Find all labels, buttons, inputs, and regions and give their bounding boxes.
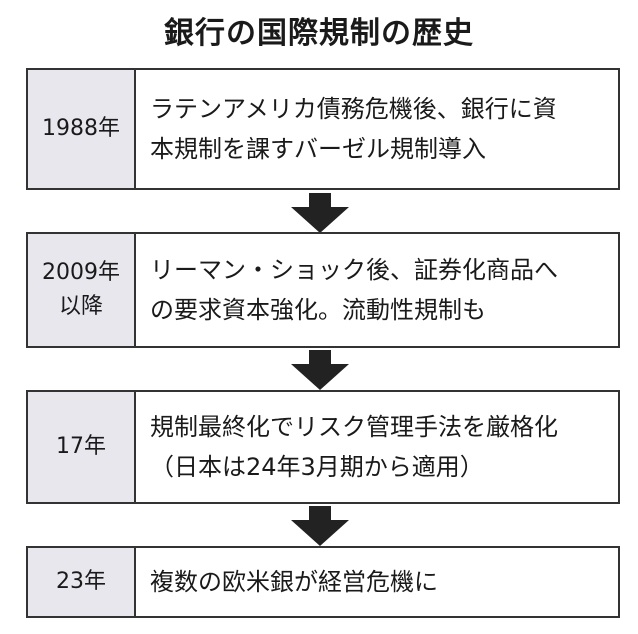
description-cell: 複数の欧米銀が経営危機に xyxy=(136,548,618,616)
down-arrow-icon xyxy=(291,506,349,546)
description-line: 複数の欧米銀が経営危機に xyxy=(150,568,438,596)
description-line: （日本は24年3月期から適用） xyxy=(150,453,484,481)
timeline-row-2009: 2009年 以降 リーマン・ショック後、証券化商品へ の要求資本強化。流動性規制… xyxy=(26,232,620,348)
year-label: 1988年 xyxy=(42,116,120,141)
timeline-row-1988: 1988年 ラテンアメリカ債務危機後、銀行に資 本規制を課すバーゼル規制導入 xyxy=(26,68,620,190)
down-arrow-icon xyxy=(291,350,349,390)
timeline-row-17: 17年 規制最終化でリスク管理手法を厳格化 （日本は24年3月期から適用） xyxy=(26,390,620,504)
year-cell: 23年 xyxy=(28,548,136,616)
year-label: 23年 xyxy=(56,569,106,594)
year-cell: 17年 xyxy=(28,392,136,502)
year-label: 以降 xyxy=(58,294,103,319)
diagram-title: 銀行の国際規制の歴史 xyxy=(164,16,474,51)
description-line: リーマン・ショック後、証券化商品へ xyxy=(150,256,558,284)
description-line: の要求資本強化。流動性規制も xyxy=(150,296,486,324)
description-cell: リーマン・ショック後、証券化商品へ の要求資本強化。流動性規制も xyxy=(136,234,618,346)
description-line: 本規制を課すバーゼル規制導入 xyxy=(150,135,486,163)
description-line: 規制最終化でリスク管理手法を厳格化 xyxy=(150,413,558,441)
description-cell: 規制最終化でリスク管理手法を厳格化 （日本は24年3月期から適用） xyxy=(136,392,618,502)
description-cell: ラテンアメリカ債務危機後、銀行に資 本規制を課すバーゼル規制導入 xyxy=(136,70,618,188)
description-line: ラテンアメリカ債務危機後、銀行に資 xyxy=(150,95,557,123)
year-cell: 1988年 xyxy=(28,70,136,188)
timeline-row-23: 23年 複数の欧米銀が経営危機に xyxy=(26,546,620,618)
year-label: 2009年 xyxy=(42,260,120,285)
year-cell: 2009年 以降 xyxy=(28,234,136,346)
year-label: 17年 xyxy=(56,434,106,459)
down-arrow-icon xyxy=(291,193,349,233)
